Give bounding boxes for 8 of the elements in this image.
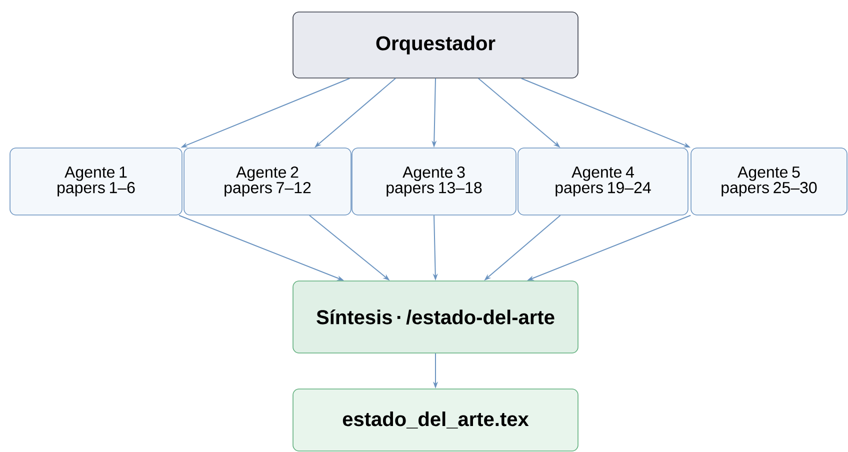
agent-box: Agente 1 papers 1–6 [10, 148, 182, 216]
agent-box: Agente 4 papers 19–24 [518, 148, 688, 216]
agent-box: Agente 5 papers 25–30 [690, 148, 848, 216]
output-file-box: estado_del_arte.tex [292, 388, 578, 452]
agent-box: Agente 3 papers 13–18 [352, 148, 516, 216]
synthesis-box: Síntesis · /estado-del-arte [292, 280, 578, 354]
orchestrator-box: Orquestador [292, 12, 578, 78]
agent-box: Agente 2 papers 7–12 [184, 148, 352, 216]
